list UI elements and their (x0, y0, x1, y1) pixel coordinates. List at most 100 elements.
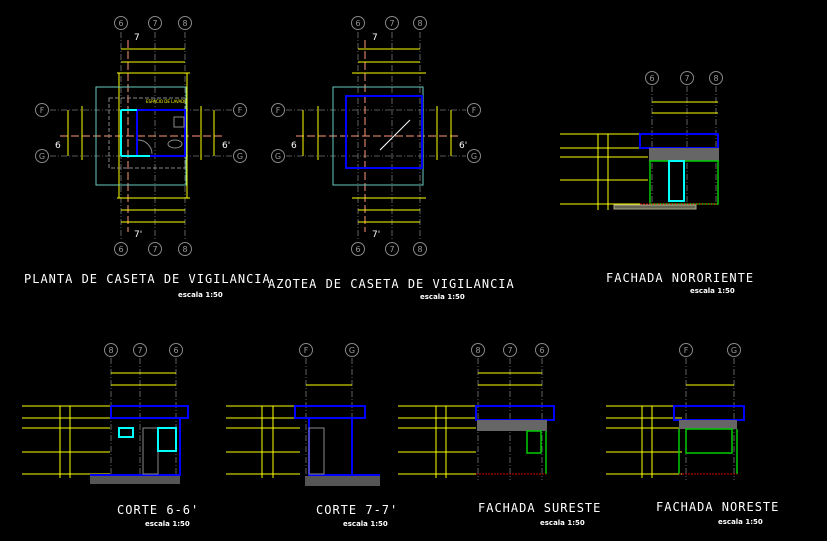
grid-bubble-label: G (731, 346, 737, 355)
grid-bubble-corte-6: 8 (104, 343, 118, 357)
section-mark-6: 6 (55, 141, 61, 151)
grid-bubble-planta-right: G (233, 149, 247, 163)
grid-bubble-circle (104, 343, 118, 357)
grid-bubble-circle (271, 149, 285, 163)
grid-bubble-label: 8 (182, 19, 187, 28)
grid-bubble-circle (233, 149, 247, 163)
grid-bubble-planta-bottom: 8 (178, 242, 192, 256)
section-mark-6-prime: 6' (222, 141, 230, 151)
grid-bubble-planta-bottom: 6 (114, 242, 128, 256)
grid-bubble-circle (35, 103, 49, 117)
grid-bubble-circle (467, 149, 481, 163)
azotea-drawing (286, 32, 466, 240)
fachada-sureste-title: FACHADA SURESTE (478, 501, 601, 515)
grid-bubble-circle (114, 16, 128, 30)
grid-bubble-azotea-right: F (467, 103, 481, 117)
grid-bubble-circle (413, 242, 427, 256)
grid-bubble-circle (385, 16, 399, 30)
grid-bubble-azotea-left: G (271, 149, 285, 163)
grid-bubble-azotea-bottom: 6 (351, 242, 365, 256)
grid-bubble-circle (351, 16, 365, 30)
grid-bubble-circle (727, 343, 741, 357)
fachada-nororiente-title: FACHADA NORORIENTE (606, 271, 754, 285)
grid-bubble-azotea-top: 7 (385, 16, 399, 30)
grid-bubble-azotea-bottom: 7 (385, 242, 399, 256)
grid-bubble-label: 6 (118, 245, 123, 254)
grid-bubble-label: 6 (118, 19, 123, 28)
grid-bubble-azotea-bottom: 8 (413, 242, 427, 256)
grid-bubble-sureste: 8 (471, 343, 485, 357)
grid-bubble-circle (471, 343, 485, 357)
grid-bubble-circle (148, 16, 162, 30)
grid-bubble-circle (233, 103, 247, 117)
grid-bubble-circle (535, 343, 549, 357)
grid-bubble-label: 7 (137, 346, 142, 355)
grid-bubble-circle (178, 16, 192, 30)
grid-bubble-circle (645, 71, 659, 85)
grid-bubble-label: 8 (182, 245, 187, 254)
fachada-nororiente-drawing (560, 86, 719, 210)
grid-bubble-label: 8 (713, 74, 718, 83)
grid-bubble-circle (467, 103, 481, 117)
grid-bubble-label: F (276, 106, 281, 115)
grid-bubble-nororiente: 6 (645, 71, 659, 85)
fachada-sureste-drawing (398, 358, 555, 480)
grid-bubble-circle (35, 149, 49, 163)
grid-bubble-corte-7: G (345, 343, 359, 357)
grid-bubble-label: G (237, 152, 243, 161)
fachada-noreste-drawing (606, 358, 745, 480)
grid-bubble-azotea-top: 6 (351, 16, 365, 30)
grid-bubble-label: F (304, 346, 309, 355)
grid-bubble-circle (503, 343, 517, 357)
grid-bubble-sureste: 6 (535, 343, 549, 357)
grid-bubble-label: G (471, 152, 477, 161)
grid-bubble-label: 8 (108, 346, 113, 355)
grid-bubble-label: 6 (649, 74, 654, 83)
grid-bubble-label: 8 (417, 245, 422, 254)
grid-bubble-circle (413, 16, 427, 30)
grid-bubble-circle (351, 242, 365, 256)
grid-bubble-noreste: G (727, 343, 741, 357)
grid-bubble-azotea-top: 8 (413, 16, 427, 30)
section-mark-7: 7 (134, 33, 140, 43)
grid-bubble-corte-7: F (299, 343, 313, 357)
grid-bubble-circle (299, 343, 313, 357)
planta-scale: escala 1:50 (178, 291, 223, 299)
fachada-sureste-scale: escala 1:50 (540, 519, 585, 527)
grid-bubble-label: 6 (355, 19, 360, 28)
grid-bubble-planta-top: 6 (114, 16, 128, 30)
grid-bubble-label: 7 (152, 19, 157, 28)
corte-7-scale: escala 1:50 (343, 520, 388, 528)
grid-bubble-circle (345, 343, 359, 357)
grid-bubble-label: 7 (389, 19, 394, 28)
fachada-noreste-scale: escala 1:50 (718, 518, 763, 526)
grid-bubble-corte-6: 6 (169, 343, 183, 357)
grid-bubble-sureste: 7 (503, 343, 517, 357)
corte-7-drawing (226, 358, 380, 486)
grid-bubble-corte-6: 7 (133, 343, 147, 357)
fachada-noreste-title: FACHADA NORESTE (656, 500, 779, 514)
grid-bubble-circle (133, 343, 147, 357)
azotea-section-mark-6-prime: 6' (459, 141, 467, 151)
grid-bubble-planta-top: 7 (148, 16, 162, 30)
grid-bubble-label: 6 (173, 346, 178, 355)
grid-bubble-circle (169, 343, 183, 357)
grid-bubble-circle (271, 103, 285, 117)
grid-bubble-label: G (39, 152, 45, 161)
corte-6-title: CORTE 6-6' (117, 503, 199, 517)
grid-bubble-circle (114, 242, 128, 256)
grid-bubble-label: 8 (417, 19, 422, 28)
section-mark-7-prime: 7' (134, 230, 142, 240)
grid-bubble-azotea-left: F (271, 103, 285, 117)
grid-bubble-circle (679, 343, 693, 357)
grid-bubble-circle (709, 71, 723, 85)
grid-bubble-circle (178, 242, 192, 256)
corte-7-title: CORTE 7-7' (316, 503, 398, 517)
grid-bubble-label: 6 (355, 245, 360, 254)
grid-bubble-label: G (349, 346, 355, 355)
grid-bubble-label: 7 (389, 245, 394, 254)
azotea-section-mark-7: 7 (372, 33, 378, 43)
azotea-section-mark-7-prime: 7' (372, 230, 380, 240)
